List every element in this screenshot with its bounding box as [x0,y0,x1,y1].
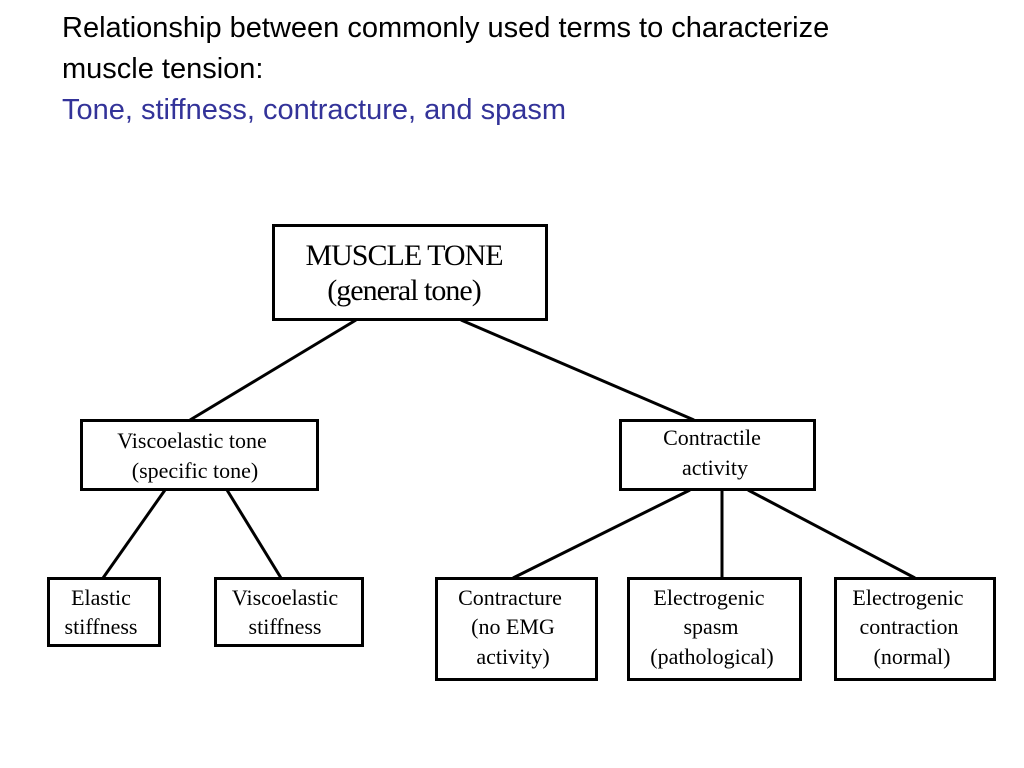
edge-contractile-to-contracture [512,488,691,580]
node-viscoelastic-stiffness-subtitle: stiffness [249,614,322,639]
node-contractile-activity-subtitle: activity [682,455,748,480]
node-elastic-stiffness-title: Elastic [71,585,131,610]
title-line-1: Relationship between commonly used terms… [62,12,830,44]
node-muscle-tone-title: MUSCLE TONE [305,239,502,272]
node-electrogenic-spasm-line-3: (pathological) [650,644,773,669]
node-electrogenic-contraction-title: Electrogenic [852,585,963,610]
edge-contractile-to-electrogenic-contraction [747,488,916,580]
node-viscoelastic-stiffness: Viscoelastic stiffness [214,577,364,647]
node-electrogenic-contraction: Electrogenic contraction (normal) [834,577,996,681]
node-muscle-tone-subtitle: (general tone) [327,274,480,307]
node-contracture-title: Contracture [458,585,562,610]
node-electrogenic-contraction-line-3: (normal) [874,644,951,669]
node-electrogenic-contraction-line-2: contraction [860,614,959,639]
node-viscoelastic-tone-subtitle: (specific tone) [132,458,258,483]
diagram-edges [101,318,916,580]
node-elastic-stiffness: Elastic stiffness [47,577,161,647]
node-elastic-stiffness-subtitle: stiffness [65,614,138,639]
slide-subtitle: Tone, stiffness, contracture, and spasm [62,94,567,126]
title-line-2: muscle tension: [62,53,264,85]
edge-viscoelastic-tone-to-viscoelastic-stiffness [225,489,283,579]
node-contracture-line-2: (no EMG [471,614,555,639]
slide-title: Relationship between commonly used terms… [62,8,1002,131]
node-contractile-activity-title: Contractile [663,425,761,450]
node-contracture-line-3: activity) [476,644,549,669]
edge-root-to-viscoelastic-tone [189,318,357,422]
node-viscoelastic-tone: Viscoelastic tone (specific tone) [80,419,319,491]
node-contractile-activity: Contractile activity [619,419,816,491]
node-viscoelastic-tone-title: Viscoelastic tone [117,428,267,453]
node-electrogenic-spasm-title: Electrogenic [653,585,764,610]
node-electrogenic-spasm-line-2: spasm [684,614,739,639]
node-viscoelastic-stiffness-title: Viscoelastic [232,585,338,610]
node-contracture: Contracture (no EMG activity) [435,577,598,681]
edge-root-to-contractile-activity [460,318,695,422]
node-electrogenic-spasm: Electrogenic spasm (pathological) [627,577,802,681]
node-muscle-tone: MUSCLE TONE (general tone) [272,224,548,321]
edge-viscoelastic-tone-to-elastic-stiffness [101,489,167,579]
